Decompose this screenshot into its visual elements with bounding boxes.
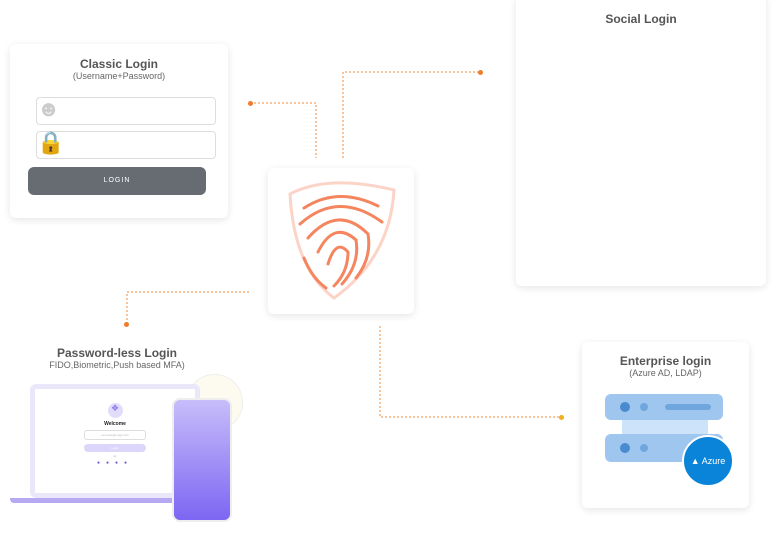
- login-button[interactable]: LOGIN: [28, 167, 206, 195]
- connector-dot: [478, 70, 483, 75]
- app-logo-icon: ❖: [107, 403, 123, 418]
- passwordless-title: Password-less Login: [56, 346, 178, 360]
- welcome-text: Welcome: [104, 421, 126, 427]
- fingerprint-shield-card: [268, 168, 414, 314]
- connector-dot: [559, 415, 564, 420]
- user-icon: ☻: [37, 96, 61, 121]
- classic-login-subtitle: (Username+Password): [72, 71, 166, 81]
- classic-login-card: Classic Login (Username+Password) ☻ 🔒 LO…: [10, 44, 228, 218]
- classic-login-title: Classic Login: [79, 57, 159, 71]
- connector-dot: [124, 322, 129, 327]
- azure-badge: ▲ Azure: [682, 435, 734, 487]
- mock-login-button[interactable]: Login: [84, 444, 146, 452]
- fingerprint-shield-icon: [288, 181, 396, 300]
- laptop-mockup: ❖ Welcome example@magic.link Login or ●●…: [30, 384, 200, 498]
- social-icons: ●●●●: [96, 460, 134, 466]
- username-field[interactable]: ☻: [36, 96, 216, 125]
- password-field[interactable]: 🔒: [36, 130, 216, 159]
- or-text: or: [113, 454, 117, 458]
- passwordless-subtitle: FIDO,Biometric,Push based MFA): [49, 360, 185, 370]
- azure-label: Azure: [701, 456, 726, 466]
- passwordless-section: Password-less Login FIDO,Biometric,Push …: [0, 346, 260, 370]
- laptop-base: [10, 498, 190, 503]
- social-login-title: Social Login: [605, 12, 677, 26]
- enterprise-login-card: Enterprise login (Azure AD, LDAP) ▲ Azur…: [582, 342, 749, 508]
- azure-logo-icon: ▲: [690, 456, 702, 466]
- connector-dot: [248, 101, 253, 106]
- enterprise-subtitle: (Azure AD, LDAP): [629, 368, 702, 378]
- phone-mockup: [172, 398, 232, 522]
- email-input[interactable]: example@magic.link: [84, 430, 146, 440]
- social-login-card: Social Login: [516, 0, 766, 286]
- lock-icon: 🔒: [37, 130, 65, 155]
- enterprise-title: Enterprise login: [619, 354, 712, 368]
